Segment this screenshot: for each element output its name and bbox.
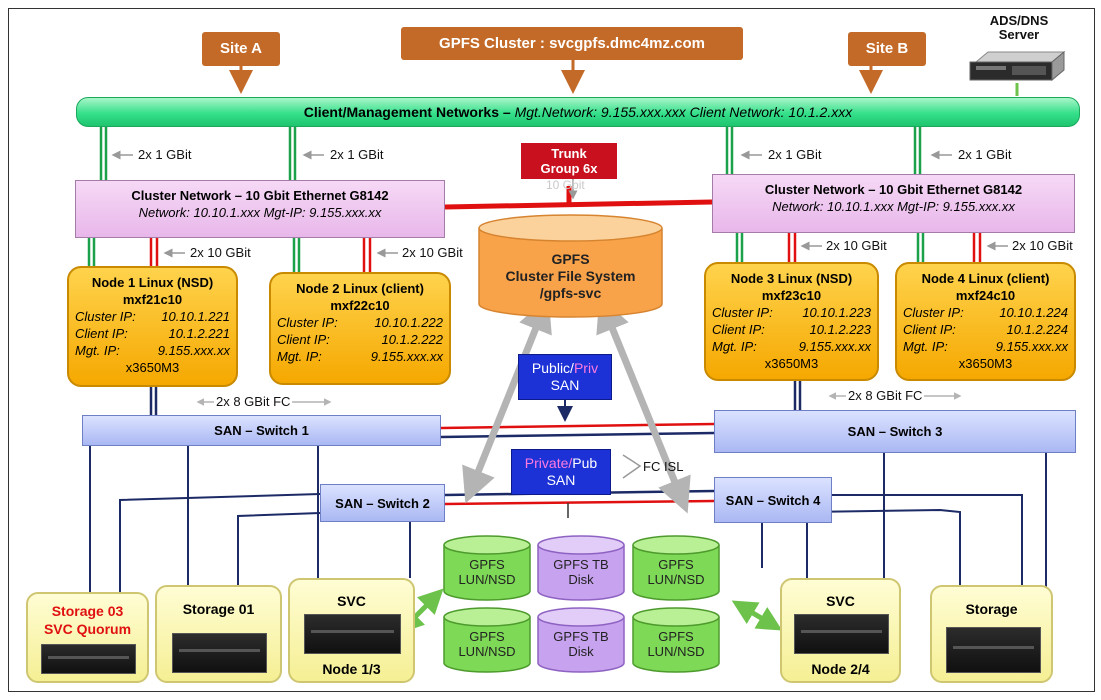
cluster-network-site-b: Cluster Network – 10 Gbit Ethernet G8142… [712, 174, 1075, 233]
san-switch-4: SAN – Switch 4 [714, 477, 832, 523]
link-label-10gbit: 2x 10 GBit [1012, 238, 1073, 253]
storage-array-icon [41, 644, 136, 674]
database-cylinder-icon [443, 607, 531, 673]
cluster-network-site-a: Cluster Network – 10 Gbit Ethernet G8142… [75, 180, 445, 238]
site-b-callout: Site B [848, 32, 926, 66]
svc-node-2-4-box: SVC Node 2/4 [780, 578, 901, 683]
san-switch-3: SAN – Switch 3 [714, 410, 1076, 453]
san-switch-2: SAN – Switch 2 [320, 484, 445, 522]
client-net-detail: Mgt.Network: 9.155.xxx.xxx Client Networ… [514, 104, 853, 120]
storage-01-box: Storage 01 [155, 585, 282, 683]
link-label-10gbit: 2x 10 GBit [190, 245, 251, 260]
database-cylinder-icon [477, 214, 664, 320]
outer-frame [8, 8, 1095, 692]
database-cylinder-icon [632, 535, 720, 601]
client-net-title: Client/Management Networks – [303, 104, 511, 120]
link-label-8gbit-fc: 2x 8 GBit FC [214, 394, 293, 409]
node-4: Node 4 Linux (client) mxf24c10 Cluster I… [895, 262, 1076, 381]
link-label-10gbit: 2x 10 GBit [402, 245, 463, 260]
server-icon [968, 50, 1066, 84]
public-priv-san-box: Public/Priv SAN [518, 354, 612, 400]
san-switch-1: SAN – Switch 1 [82, 415, 441, 446]
fc-isl-label: FC ISL [643, 459, 684, 474]
storage-array-icon [946, 627, 1041, 673]
link-label-10gbit: 2x 10 GBit [826, 238, 887, 253]
node-2: Node 2 Linux (client) mxf22c10 Cluster I… [269, 272, 451, 385]
node-1: Node 1 Linux (NSD) mxf21c10 Cluster IP:1… [67, 266, 238, 387]
link-label-1gbit: 2x 1 GBit [958, 147, 1012, 162]
link-label-1gbit: 2x 1 GBit [138, 147, 192, 162]
database-cylinder-icon [537, 535, 625, 601]
storage-box: Storage [930, 585, 1053, 683]
database-cylinder-icon [537, 607, 625, 673]
link-label-1gbit: 2x 1 GBit [330, 147, 384, 162]
private-pub-san-box: Private/Pub SAN [511, 449, 611, 495]
node-3: Node 3 Linux (NSD) mxf23c10 Cluster IP:1… [704, 262, 879, 381]
link-label-1gbit: 2x 1 GBit [768, 147, 822, 162]
database-cylinder-icon [632, 607, 720, 673]
database-cylinder-icon [443, 535, 531, 601]
storage-array-icon [172, 633, 267, 673]
link-label-8gbit-fc: 2x 8 GBit FC [846, 388, 925, 403]
client-management-network: Client/Management Networks – Mgt.Network… [76, 97, 1080, 127]
server-icon [304, 614, 401, 654]
gpfs-cluster-callout: GPFS Cluster : svcgpfs.dmc4mz.com [401, 27, 743, 60]
svc-node-1-3-box: SVC Node 1/3 [288, 578, 415, 683]
site-a-callout: Site A [202, 32, 280, 66]
server-icon [794, 614, 889, 654]
trunk-speed-label: 10 Gbit [546, 178, 585, 192]
